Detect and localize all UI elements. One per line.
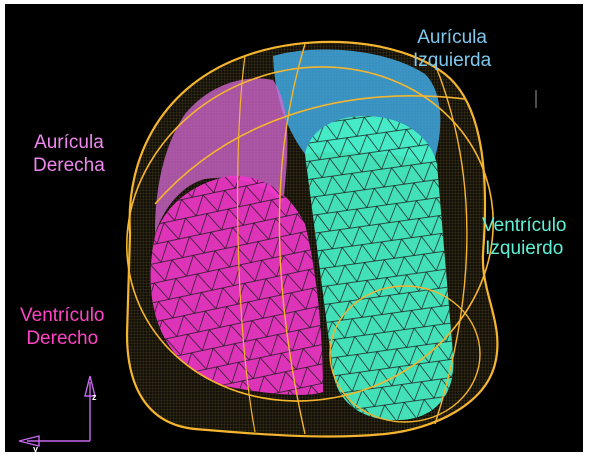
label-ventrículo-derecho: Ventrículo Derecho [20, 304, 105, 350]
label-aurícula-izquierda-line2: Izquierda [413, 49, 491, 72]
label-aurícula-derecha-line1: Aurícula [33, 131, 105, 154]
label-aurícula-derecha-line2: Derecha [33, 154, 105, 177]
label-aurícula-izquierda-line1: Aurícula [413, 26, 491, 49]
label-aurícula-derecha: Aurícula Derecha [33, 131, 105, 177]
label-ventrículo-izquierdo: Ventrículo Izquierdo [482, 214, 567, 260]
label-ventrículo-derecho-line2: Derecho [20, 327, 105, 350]
label-ventrículo-derecho-line1: Ventrículo [20, 304, 105, 327]
label-ventrículo-izquierdo-line1: Ventrículo [482, 214, 567, 237]
axis-y-label: y [33, 444, 38, 452]
render-viewport: Aurícula Izquierda Aurícula Derecha Vent… [5, 4, 583, 452]
axis-triad [19, 376, 95, 446]
label-aurícula-izquierda: Aurícula Izquierda [413, 26, 491, 72]
label-ventrículo-izquierdo-line2: Izquierdo [482, 237, 567, 260]
axis-z-label: z [92, 392, 97, 402]
